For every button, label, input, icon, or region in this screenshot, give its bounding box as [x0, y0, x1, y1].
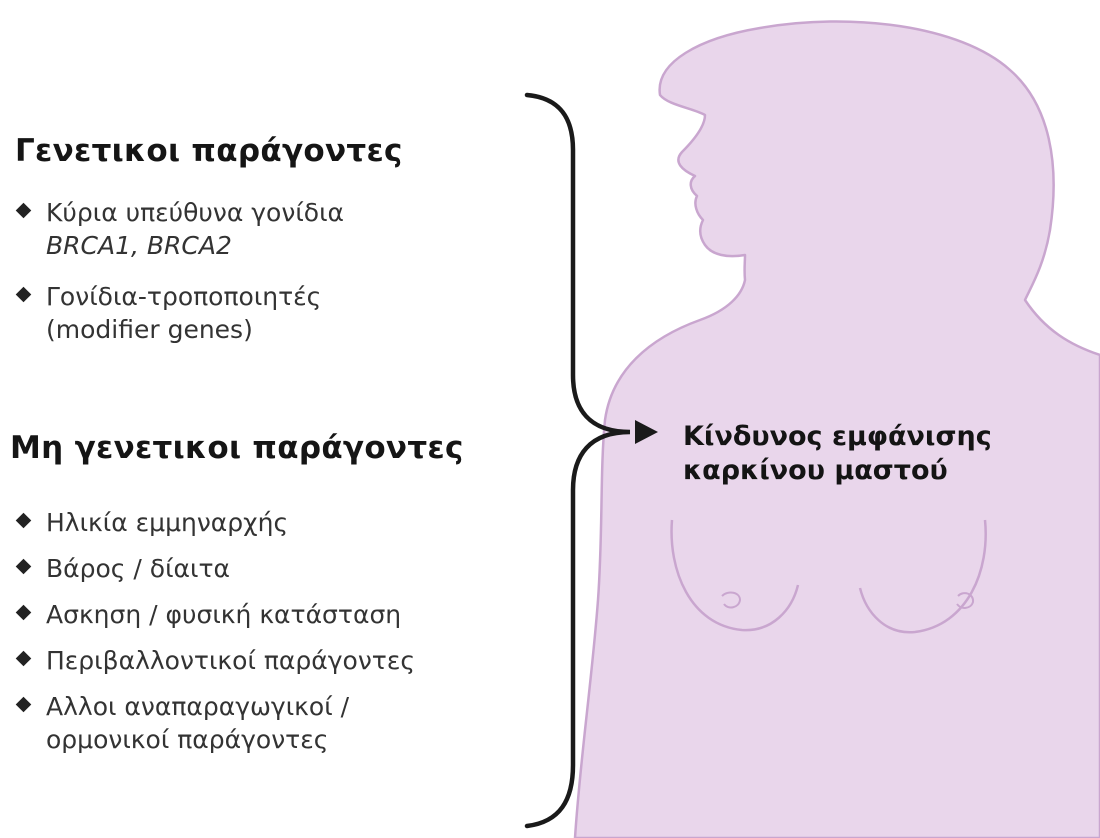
list-item: Γονίδια-τροποποιητές (modifier genes) — [18, 280, 344, 346]
item-line: (modifier genes) — [46, 313, 344, 346]
list-item: Αλλοι αναπαραγωγικοί / ορμονικοί παράγον… — [18, 690, 415, 756]
bullet-diamond-icon — [16, 203, 32, 219]
breast-cancer-risk-label: Κίνδυνος εμφάνισης καρκίνου μαστού — [683, 420, 992, 488]
genetic-factors-heading: Γενετικοι παράγοντες — [15, 133, 403, 169]
list-item: Βάρος / δίαιτα — [18, 552, 415, 585]
bullet-diamond-icon — [16, 559, 32, 575]
item-line: Γονίδια-τροποποιητές — [46, 280, 344, 313]
item-line: Βάρος / δίαιτα — [46, 552, 415, 585]
nongenetic-factors-list: Ηλικία εμμηναρχής Βάρος / δίαιτα Ασκηση … — [18, 506, 415, 769]
list-item: Ασκηση / φυσική κατάσταση — [18, 598, 415, 631]
nongenetic-factors-heading: Μη γενετικοι παράγοντες — [10, 430, 464, 466]
risk-label-line-1: Κίνδυνος εμφάνισης — [683, 420, 992, 454]
item-line: Κύρια υπεύθυνα γονίδια — [46, 196, 344, 229]
bullet-diamond-icon — [16, 697, 32, 713]
bullet-diamond-icon — [16, 513, 32, 529]
gene-names: BRCA1, BRCA2 — [46, 229, 344, 262]
arrow-right-icon — [635, 420, 658, 444]
bullet-diamond-icon — [16, 287, 32, 303]
risk-label-line-2: καρκίνου μαστού — [683, 454, 992, 488]
bullet-diamond-icon — [16, 605, 32, 621]
list-item: Ηλικία εμμηναρχής — [18, 506, 415, 539]
item-line: Αλλοι αναπαραγωγικοί / — [46, 690, 415, 723]
item-line: Ασκηση / φυσική κατάσταση — [46, 598, 415, 631]
bullet-diamond-icon — [16, 651, 32, 667]
bracket-path — [527, 95, 630, 826]
item-line: Ηλικία εμμηναρχής — [46, 506, 415, 539]
list-item: Περιβαλλοντικοί παράγοντες — [18, 644, 415, 677]
item-line: Περιβαλλοντικοί παράγοντες — [46, 644, 415, 677]
item-line: ορμονικοί παράγοντες — [46, 723, 415, 756]
list-item: Κύρια υπεύθυνα γονίδια BRCA1, BRCA2 — [18, 196, 344, 262]
genetic-factors-list: Κύρια υπεύθυνα γονίδια BRCA1, BRCA2 Γονί… — [18, 196, 344, 364]
